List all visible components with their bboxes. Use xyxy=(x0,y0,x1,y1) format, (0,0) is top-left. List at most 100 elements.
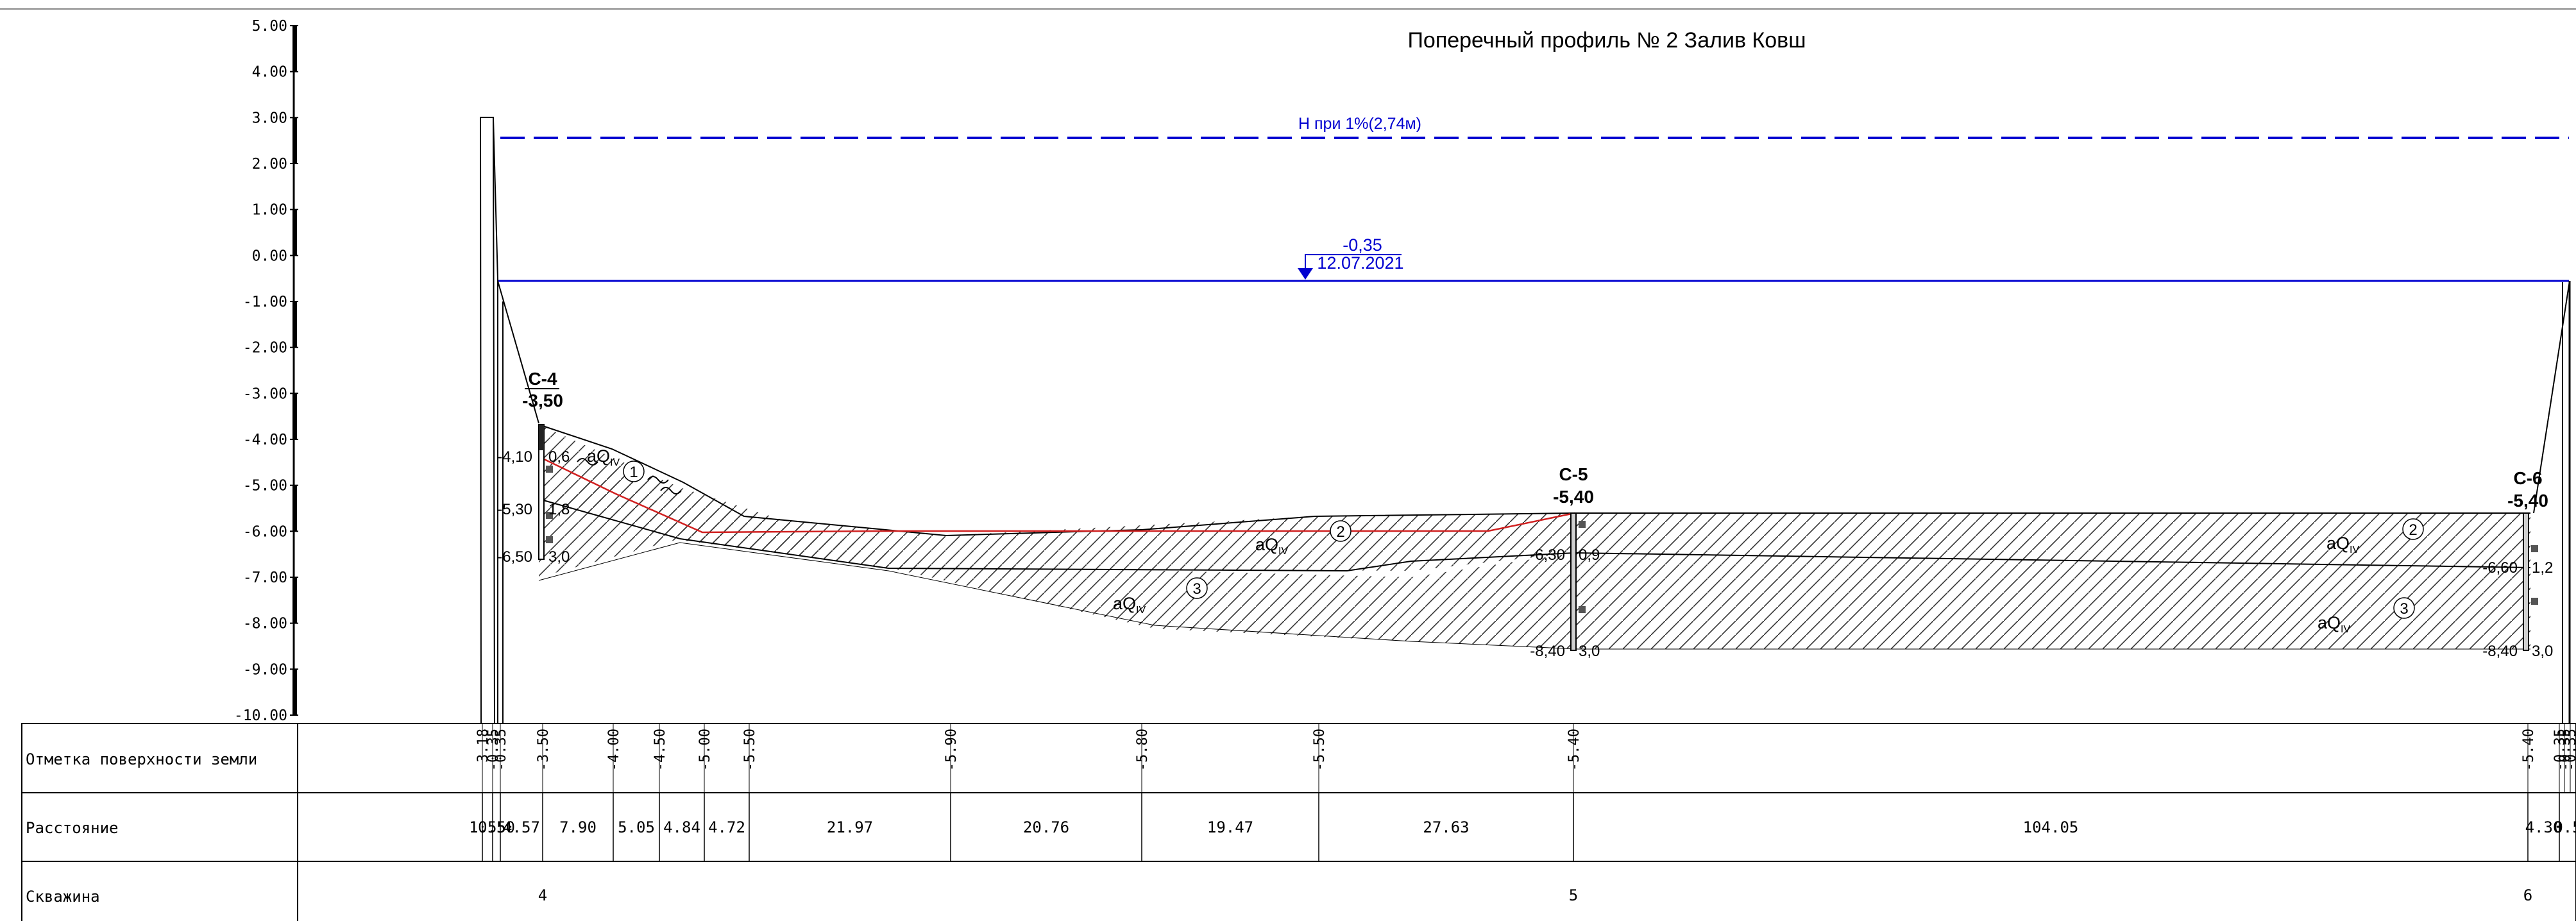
distance-value: 104.05 xyxy=(2023,818,2079,836)
sample-mark xyxy=(2531,545,2538,552)
sample-mark xyxy=(546,466,553,473)
y-tick-label: -6.00 xyxy=(243,523,287,540)
layer-boundary-red xyxy=(538,455,1575,534)
layer-label: aQIV xyxy=(1255,535,1288,557)
borehole-c4: С-4 -3,50 -4,10 -5,30 -6,50 0,6 1,8 3,0 xyxy=(497,369,570,566)
layer-top-elevation: -6,30 xyxy=(1530,546,1565,564)
y-tick-label: -10.00 xyxy=(234,707,287,724)
layer-index: 2 xyxy=(2409,521,2417,539)
y-scale-bar xyxy=(292,209,297,256)
distance-value: 21.97 xyxy=(827,818,873,836)
chart-title: Поперечный профиль № 2 Залив Ковш xyxy=(1407,28,1806,53)
elevation-scale: 5.004.003.002.001.000.00-1.00-2.00-3.00-… xyxy=(234,18,298,724)
table-row-label-elevation: Отметка поверхности земли xyxy=(26,750,257,768)
layer-depth: 1,2 xyxy=(2532,559,2553,577)
water-level-marker-icon xyxy=(1298,268,1313,280)
layer-depth: 0,9 xyxy=(1579,546,1600,564)
y-tick-label: -7.00 xyxy=(243,570,287,586)
y-tick-label: 0.00 xyxy=(252,248,287,264)
y-tick-label: -5.00 xyxy=(243,478,287,494)
borehole-column xyxy=(2523,512,2529,651)
section-bottom xyxy=(538,542,2530,650)
soil-layer-3-hatch xyxy=(539,425,2530,649)
y-scale-bar xyxy=(292,117,297,164)
layer-top-elevation: -4,10 xyxy=(497,448,532,466)
table-row-label-distance: Расстояние xyxy=(26,819,119,837)
distance-value: 27.63 xyxy=(1423,818,1469,836)
borehole-c6: С-6 -5,40 -6,60 -8,40 1,2 3,0 xyxy=(2482,468,2553,660)
elevation-value: -0.35 xyxy=(493,729,509,771)
elevation-value: -5.90 xyxy=(944,729,960,771)
layer-top-elevation: -6,50 xyxy=(497,548,532,566)
borehole-column xyxy=(1570,512,1577,651)
layer-labels: aQIV 1 aQIV 2 aQIV 3 aQIV 2 aQIV 3 xyxy=(587,446,2424,635)
layer-label: aQIV xyxy=(2326,534,2359,555)
distance-value: 19.47 xyxy=(1207,818,1253,836)
y-tick-label: 3.00 xyxy=(252,110,287,126)
distance-value: 7.90 xyxy=(559,818,597,836)
y-tick-label: -2.00 xyxy=(243,340,287,357)
borehole-number: 6 xyxy=(2523,886,2532,904)
soil-layers xyxy=(538,424,2531,650)
borehole-number: 4 xyxy=(538,886,547,904)
elevation-value: -5.50 xyxy=(1312,729,1328,771)
distance-value: 4.57 xyxy=(503,818,540,836)
y-scale-bar xyxy=(292,26,297,72)
layer-depth: 1,8 xyxy=(548,501,570,518)
layer-index-circle xyxy=(1330,520,1352,542)
y-tick-label: -9.00 xyxy=(243,661,287,678)
peat-wave-symbol-3 xyxy=(660,487,682,494)
layer-index-circle xyxy=(2393,597,2415,619)
sample-mark xyxy=(546,536,553,543)
layer-depth: 3,0 xyxy=(1579,643,1600,660)
elevation-value: -5.80 xyxy=(1135,729,1151,771)
distance-value: 1.55 xyxy=(469,818,506,836)
layer-top-elevation: -5,30 xyxy=(497,501,532,518)
y-tick-label: -8.00 xyxy=(243,616,287,632)
y-tick-label: -4.00 xyxy=(243,432,287,448)
water-level-date: 12.07.2021 xyxy=(1317,253,1403,273)
elevation-row-values: 3.18-0.35-0.35-3.50-4.00-4.50-5.00-5.50-… xyxy=(475,723,2576,793)
layer-top-elevation: -6,60 xyxy=(2482,559,2518,577)
distance-value: 4.30 xyxy=(2525,818,2563,836)
borehole-top-elevation: -5,40 xyxy=(2507,491,2548,511)
elevation-value: -4.50 xyxy=(652,729,668,771)
sample-mark xyxy=(1579,521,1586,528)
left-embankment xyxy=(479,117,539,724)
y-scale-bar xyxy=(292,301,297,348)
borehole-name: С-6 xyxy=(2513,468,2542,488)
y-scale-bar xyxy=(292,485,297,532)
y-scale-bar xyxy=(292,669,297,715)
elevation-value: -5.00 xyxy=(697,729,713,771)
table-frame xyxy=(21,723,2576,921)
elevation-value: -5.50 xyxy=(742,729,758,771)
distance-value: 4.84 xyxy=(663,818,700,836)
borehole-top-elevation: -5,40 xyxy=(1553,487,1594,507)
elevation-value: -0.35 xyxy=(2563,729,2576,771)
layer-depth: 3,0 xyxy=(548,548,570,566)
sample-mark xyxy=(1579,606,1586,613)
ground-surface-line xyxy=(538,424,2530,537)
distance-value: 20.76 xyxy=(1023,818,1069,836)
peat-wave-symbol-2 xyxy=(647,476,669,484)
layer-top-elevation: -8,40 xyxy=(2482,643,2518,660)
elevation-value: -0.35 xyxy=(2552,729,2568,771)
layer-index-circle xyxy=(2402,518,2424,540)
layer-depth: 3,0 xyxy=(2532,643,2553,660)
layer-label: aQIV xyxy=(2318,613,2350,635)
layer-index: 3 xyxy=(2400,600,2408,618)
sample-mark xyxy=(2531,598,2538,605)
y-tick-label: -1.00 xyxy=(243,294,287,310)
table-row-label-borehole: Скважина xyxy=(26,888,100,906)
layer-label: aQIV xyxy=(587,446,620,468)
y-tick-label: 2.00 xyxy=(252,156,287,173)
distance-value: 0.50 xyxy=(478,818,515,836)
layer-index-circle xyxy=(1186,577,1208,599)
flood-level-label: Н при 1%(2,74м) xyxy=(1298,115,1421,133)
elevation-value: -0.35 xyxy=(2557,729,2573,771)
elevation-value: -5.40 xyxy=(2521,729,2537,771)
distance-value: 4.72 xyxy=(708,818,745,836)
